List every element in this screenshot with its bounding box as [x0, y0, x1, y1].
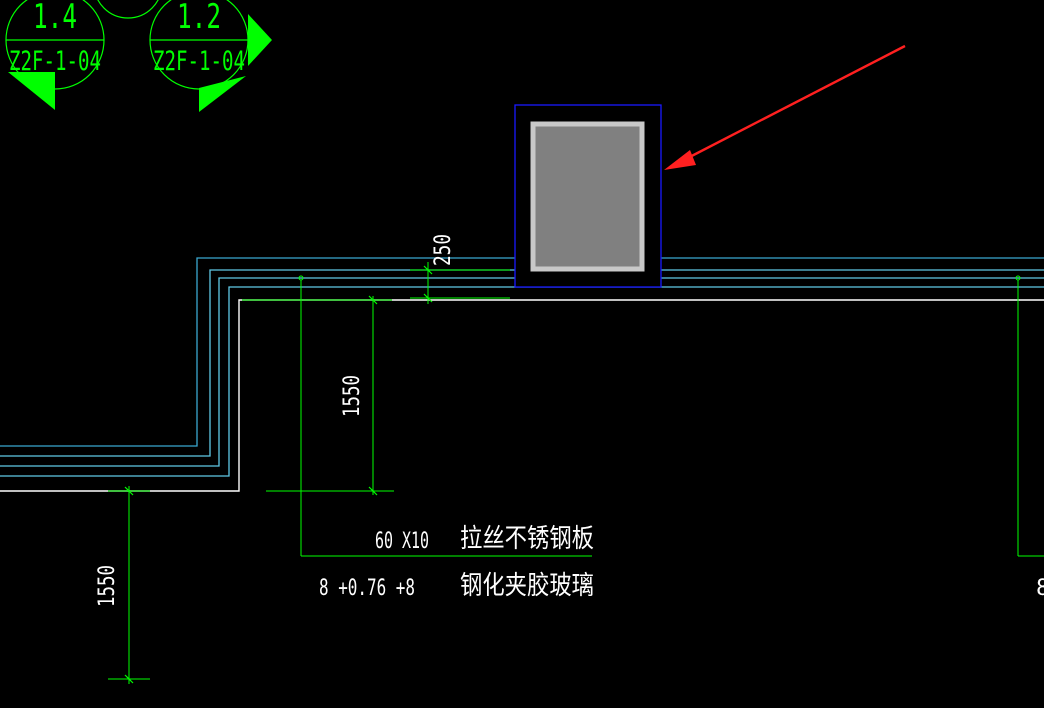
- plate-size-label: 60 X10: [375, 529, 429, 554]
- dim-tick: [423, 293, 433, 303]
- dim-value-1550: 1550: [340, 375, 365, 417]
- dimension-upper-1550[interactable]: 1550: [242, 295, 394, 496]
- dim-tick: [368, 295, 378, 305]
- dim-value-250: 250: [431, 234, 456, 266]
- steel-column-section[interactable]: [514, 104, 662, 288]
- wall-profile-lines[interactable]: [0, 257, 1044, 492]
- section-marker-pointer-down: [199, 76, 246, 112]
- section-marker-connector-arc: [97, 0, 159, 19]
- section-marker-pointer-right: [248, 14, 272, 66]
- wall-line-2: [0, 269, 1044, 457]
- glass-material-label: 钢化夹胶玻璃: [460, 571, 594, 601]
- section-marker-2[interactable]: 1.2 Z2F-1-04: [94, 0, 272, 112]
- column-fill: [530, 121, 645, 272]
- right-leader[interactable]: [1015, 275, 1044, 557]
- dim-tick: [368, 486, 378, 496]
- red-arrow-annotation[interactable]: [664, 44, 906, 170]
- section-marker-number: 1.2: [177, 0, 221, 37]
- section-marker-number: 1.4: [33, 0, 77, 37]
- glass-spec-label: 8 +0.76 +8: [319, 576, 415, 601]
- dim-tick: [124, 486, 134, 496]
- wall-line-3: [0, 277, 1044, 467]
- section-marker-pointer: [8, 72, 55, 110]
- material-leader[interactable]: [298, 275, 592, 557]
- arrow-head: [664, 150, 696, 170]
- section-marker-sheet: Z2F-1-04: [9, 46, 101, 77]
- plate-material-label: 拉丝不锈钢板: [460, 524, 594, 554]
- dim-tick: [423, 265, 433, 275]
- section-marker-sheet: Z2F-1-04: [153, 46, 245, 77]
- right-edge-label: 8: [1036, 576, 1044, 601]
- wall-line-4: [0, 286, 1044, 477]
- dim-tick: [124, 674, 134, 684]
- arrow-shaft: [679, 44, 906, 164]
- wall-line-inner-white: [0, 299, 1044, 492]
- dimension-250[interactable]: 250: [410, 234, 510, 304]
- material-callouts[interactable]: 60 X10 拉丝不锈钢板 8 +0.76 +8 钢化夹胶玻璃 8: [319, 524, 1044, 601]
- dim-value-1550: 1550: [95, 565, 120, 607]
- dimension-lower-1550[interactable]: 1550: [95, 486, 150, 684]
- section-marker-1[interactable]: 1.4 Z2F-1-04: [5, 0, 105, 110]
